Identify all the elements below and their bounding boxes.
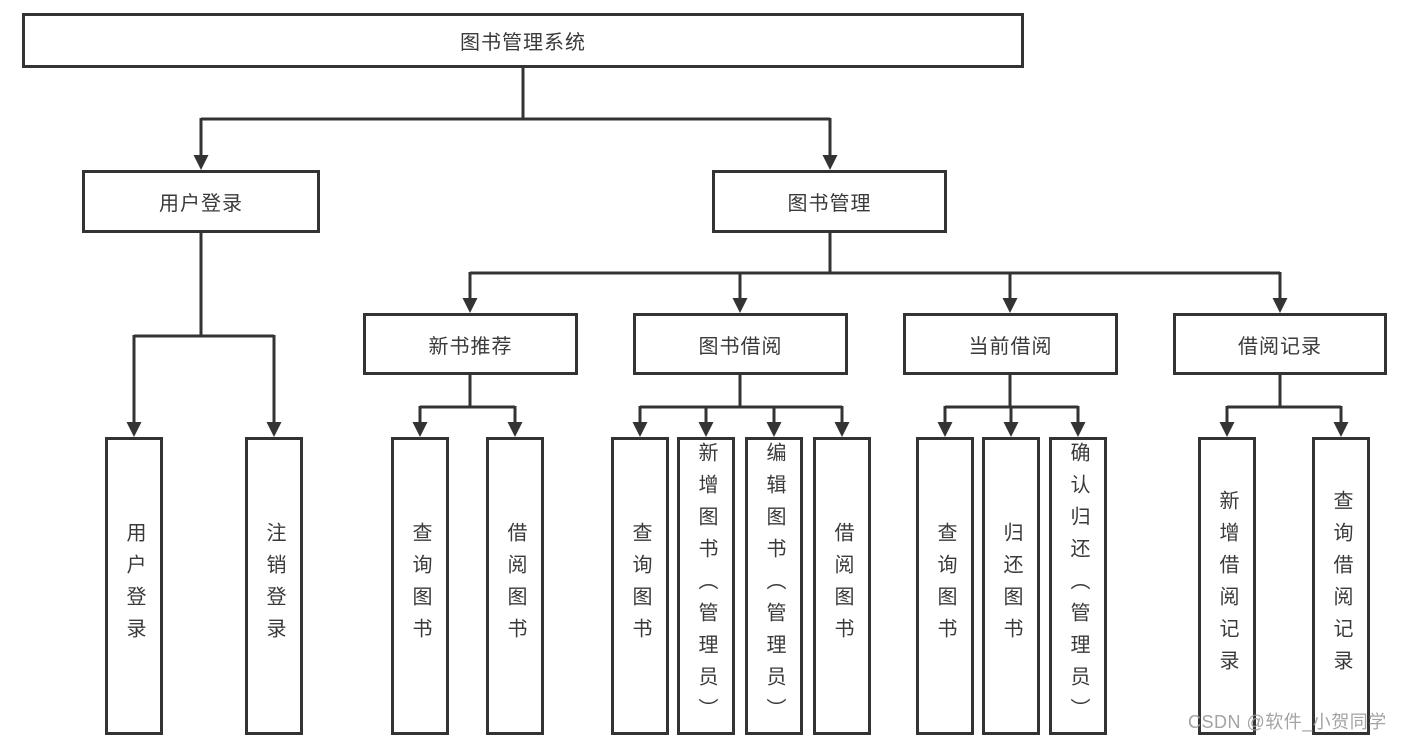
branch-book-borrow bbox=[638, 375, 844, 423]
leaf-current-query-book: 查询图书 bbox=[916, 437, 974, 735]
leaf-edit-book-admin-label: 编辑图书（管理员） bbox=[763, 442, 785, 730]
branch-book-borrow-arrowheads bbox=[632, 422, 850, 437]
node-user-login: 用户登录 bbox=[82, 170, 320, 233]
leaf-edit-book-admin: 编辑图书（管理员） bbox=[745, 437, 803, 735]
leaf-confirm-return-admin-label: 确认归还（管理员） bbox=[1067, 442, 1089, 730]
leaf-add-book-admin-label: 新增图书（管理员） bbox=[695, 442, 717, 730]
branch-new-book-recommend-arrowheads bbox=[412, 422, 523, 437]
leaf-recommend-borrow-book-label: 借阅图书 bbox=[504, 522, 526, 650]
node-user-login-label: 用户登录 bbox=[159, 193, 243, 215]
leaf-add-borrow-record: 新增借阅记录 bbox=[1198, 437, 1256, 735]
leaf-recommend-query-book: 查询图书 bbox=[391, 437, 449, 735]
node-root-label: 图书管理系统 bbox=[460, 32, 586, 54]
branch-new-book-recommend bbox=[418, 375, 517, 423]
leaf-borrow-query-book: 查询图书 bbox=[611, 437, 669, 735]
leaf-borrow-book: 借阅图书 bbox=[813, 437, 871, 735]
node-new-book-recommend: 新书推荐 bbox=[363, 313, 578, 375]
leaf-confirm-return-admin: 确认归还（管理员） bbox=[1049, 437, 1107, 735]
node-borrow-record-label: 借阅记录 bbox=[1238, 335, 1322, 358]
branch-book-management bbox=[468, 233, 1282, 298]
leaf-user-login: 用户登录 bbox=[105, 437, 163, 735]
leaf-borrow-query-book-label: 查询图书 bbox=[629, 522, 651, 650]
csdn-watermark: CSDN @软件_小贺同学 bbox=[1188, 712, 1387, 732]
leaf-logout: 注销登录 bbox=[245, 437, 303, 735]
branch-current-borrow bbox=[943, 375, 1080, 423]
leaf-query-borrow-record-label: 查询借阅记录 bbox=[1330, 490, 1352, 682]
branch-user-login bbox=[132, 233, 276, 423]
leaf-add-borrow-record-label: 新增借阅记录 bbox=[1216, 490, 1238, 682]
leaf-current-query-book-label: 查询图书 bbox=[934, 522, 956, 650]
branch-borrow-record-arrowheads bbox=[1219, 422, 1349, 437]
node-book-borrow-label: 图书借阅 bbox=[698, 335, 783, 358]
leaf-borrow-book-label: 借阅图书 bbox=[831, 522, 853, 650]
leaf-return-book-label: 归还图书 bbox=[1000, 522, 1022, 650]
leaf-recommend-query-book-label: 查询图书 bbox=[409, 522, 431, 650]
branch-root-to-level2 bbox=[199, 68, 832, 155]
branch-current-borrow-arrowheads bbox=[937, 422, 1086, 437]
node-current-borrow-label: 当前借阅 bbox=[968, 335, 1053, 358]
node-root-library-system: 图书管理系统 bbox=[22, 13, 1024, 68]
node-book-borrow: 图书借阅 bbox=[633, 313, 848, 375]
branch-user-login-arrowheads bbox=[126, 422, 282, 437]
leaf-user-login-label: 用户登录 bbox=[123, 522, 145, 650]
node-book-management: 图书管理 bbox=[712, 170, 947, 233]
leaf-return-book: 归还图书 bbox=[982, 437, 1040, 735]
branch-root-arrowheads bbox=[193, 155, 838, 170]
node-borrow-record: 借阅记录 bbox=[1173, 313, 1387, 375]
node-current-borrow: 当前借阅 bbox=[903, 313, 1118, 375]
leaf-query-borrow-record: 查询借阅记录 bbox=[1312, 437, 1370, 735]
node-book-management-label: 图书管理 bbox=[787, 193, 872, 215]
leaf-add-book-admin: 新增图书（管理员） bbox=[677, 437, 735, 735]
node-new-book-recommend-label: 新书推荐 bbox=[428, 335, 513, 358]
leaf-recommend-borrow-book: 借阅图书 bbox=[486, 437, 544, 735]
branch-book-management-arrowheads bbox=[462, 298, 1288, 313]
branch-borrow-record bbox=[1225, 375, 1343, 423]
leaf-logout-label: 注销登录 bbox=[263, 522, 285, 650]
